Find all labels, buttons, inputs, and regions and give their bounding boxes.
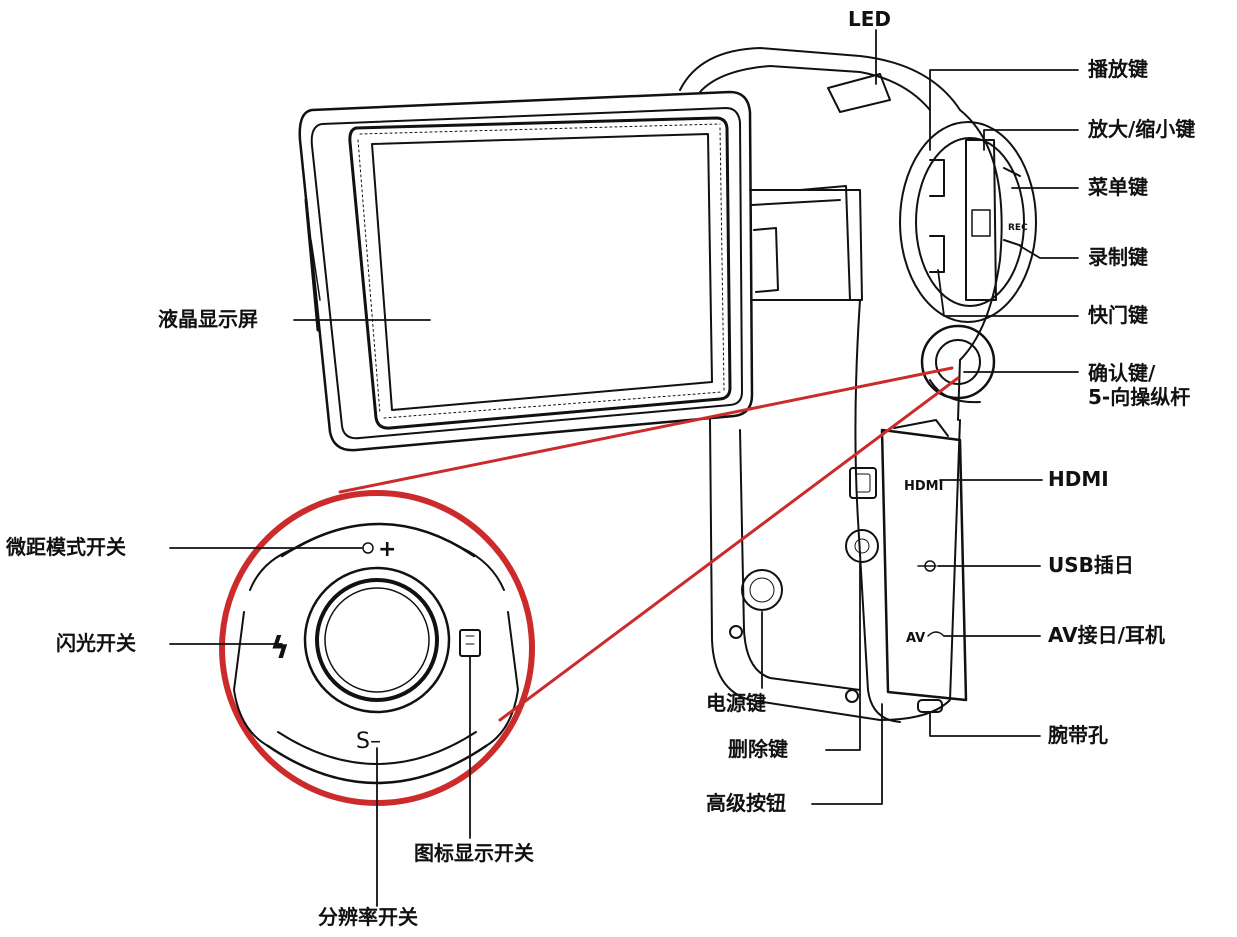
resolution-mark: S– — [356, 729, 381, 754]
label-advanced-button: 高级按钮 — [706, 791, 786, 815]
hdmi-port-mark: HDMI — [904, 479, 943, 494]
label-led: LED — [848, 7, 892, 31]
label-play-button: 播放键 — [1088, 57, 1148, 81]
label-delete-button: 删除键 — [728, 737, 788, 761]
camera-body — [680, 48, 1002, 722]
av-port-mark: AV — [906, 631, 925, 646]
label-shutter-button: 快门键 — [1088, 303, 1148, 327]
label-usb-port: USB插日 — [1048, 553, 1134, 577]
lcd-panel — [300, 92, 752, 450]
macro-plus-mark: + — [378, 537, 396, 562]
label-hdmi-port: HDMI — [1048, 467, 1109, 491]
label-ok-button: 确认键/ — [1088, 361, 1156, 385]
control-dial — [900, 122, 1036, 402]
hinge — [750, 186, 862, 300]
label-zoom-button: 放大/缩小键 — [1088, 117, 1196, 141]
flash-icon: ϟ — [270, 631, 290, 666]
label-record-button: 录制键 — [1088, 245, 1148, 269]
label-resolution-switch: 分辨率开关 — [318, 905, 418, 929]
label-flash-switch: 闪光开关 — [56, 631, 136, 655]
rec-mark: REC — [1008, 223, 1028, 233]
label-strap-hole: 腕带孔 — [1048, 723, 1108, 747]
label-av-port: AV接日/耳机 — [1048, 623, 1165, 647]
label-lcd-screen: 液晶显示屏 — [158, 307, 258, 331]
label-menu-button: 菜单键 — [1088, 175, 1148, 199]
label-icon-display-switch: 图标显示开关 — [414, 841, 534, 865]
label-power-button: 电源键 — [706, 691, 766, 715]
label-joystick: 5-向操纵杆 — [1088, 385, 1191, 409]
label-macro-switch: 微距模式开关 — [6, 535, 126, 559]
